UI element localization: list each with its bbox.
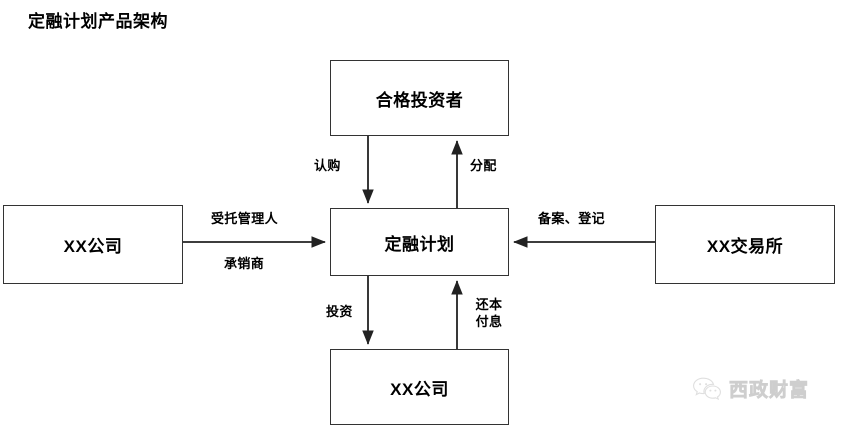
page-title: 定融计划产品架构 xyxy=(28,12,168,31)
edge-label-trustee-manager: 受托管理人 xyxy=(211,211,279,226)
node-label: XX公司 xyxy=(63,237,123,256)
node-qualified-investors[interactable]: 合格投资者 xyxy=(330,60,509,136)
edge-label-allocate: 分配 xyxy=(470,158,497,173)
edge-label-underwriter: 承销商 xyxy=(224,256,265,271)
edge-label-subscribe: 认购 xyxy=(314,158,341,173)
edge-label-investment: 投资 xyxy=(326,304,353,319)
watermark-text: 西政财富 xyxy=(729,380,810,402)
node-label: XX公司 xyxy=(390,379,449,399)
node-left-company[interactable]: XX公司 xyxy=(3,205,183,284)
node-exchange[interactable]: XX交易所 xyxy=(655,205,835,284)
node-bottom-company[interactable]: XX公司 xyxy=(330,349,509,425)
watermark: 西政财富 xyxy=(692,375,809,402)
node-financing-plan[interactable]: 定融计划 xyxy=(330,208,509,276)
edge-label-repay-line1: 还本 xyxy=(475,297,503,312)
node-label: 定融计划 xyxy=(384,234,455,254)
wechat-icon xyxy=(693,377,721,400)
edge-label-filing-registration: 备案、登记 xyxy=(538,211,606,226)
edge-label-repay-line2: 付息 xyxy=(475,314,503,329)
node-label: XX交易所 xyxy=(706,237,784,256)
node-label: 合格投资者 xyxy=(375,90,464,110)
edge-label-repay-principal-interest: 还本 付息 xyxy=(470,296,508,330)
